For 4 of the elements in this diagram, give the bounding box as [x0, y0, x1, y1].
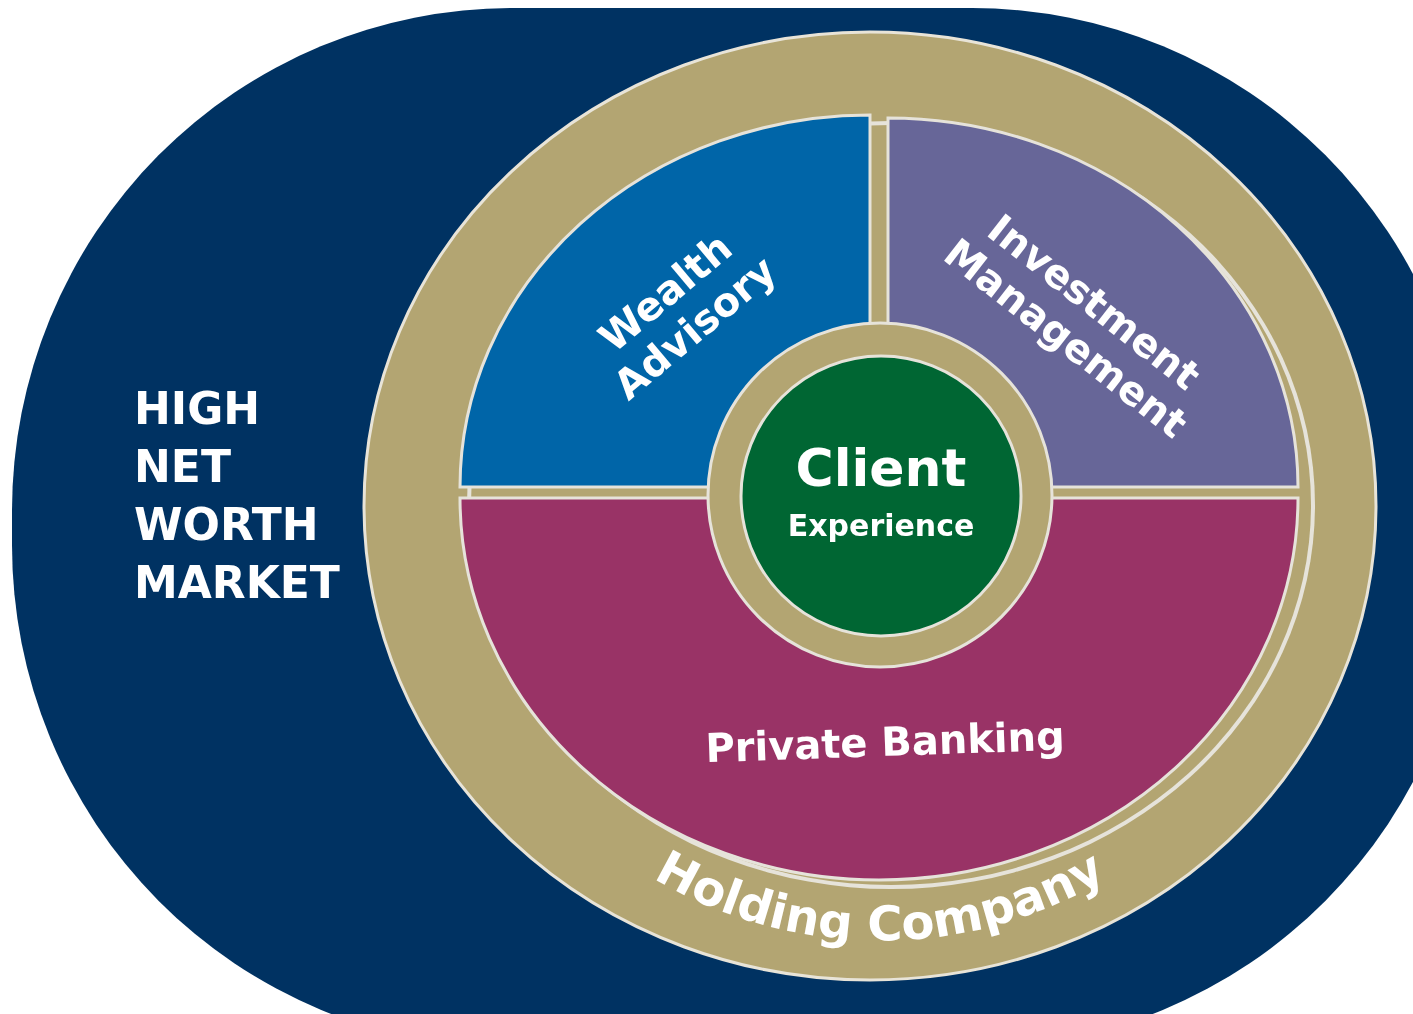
hub-subtitle: Experience — [787, 507, 975, 543]
hub-title: Client — [795, 438, 967, 498]
market-label: HIGH NET WORTH MARKET — [134, 382, 340, 610]
segment-label: Private Banking — [704, 712, 1066, 772]
